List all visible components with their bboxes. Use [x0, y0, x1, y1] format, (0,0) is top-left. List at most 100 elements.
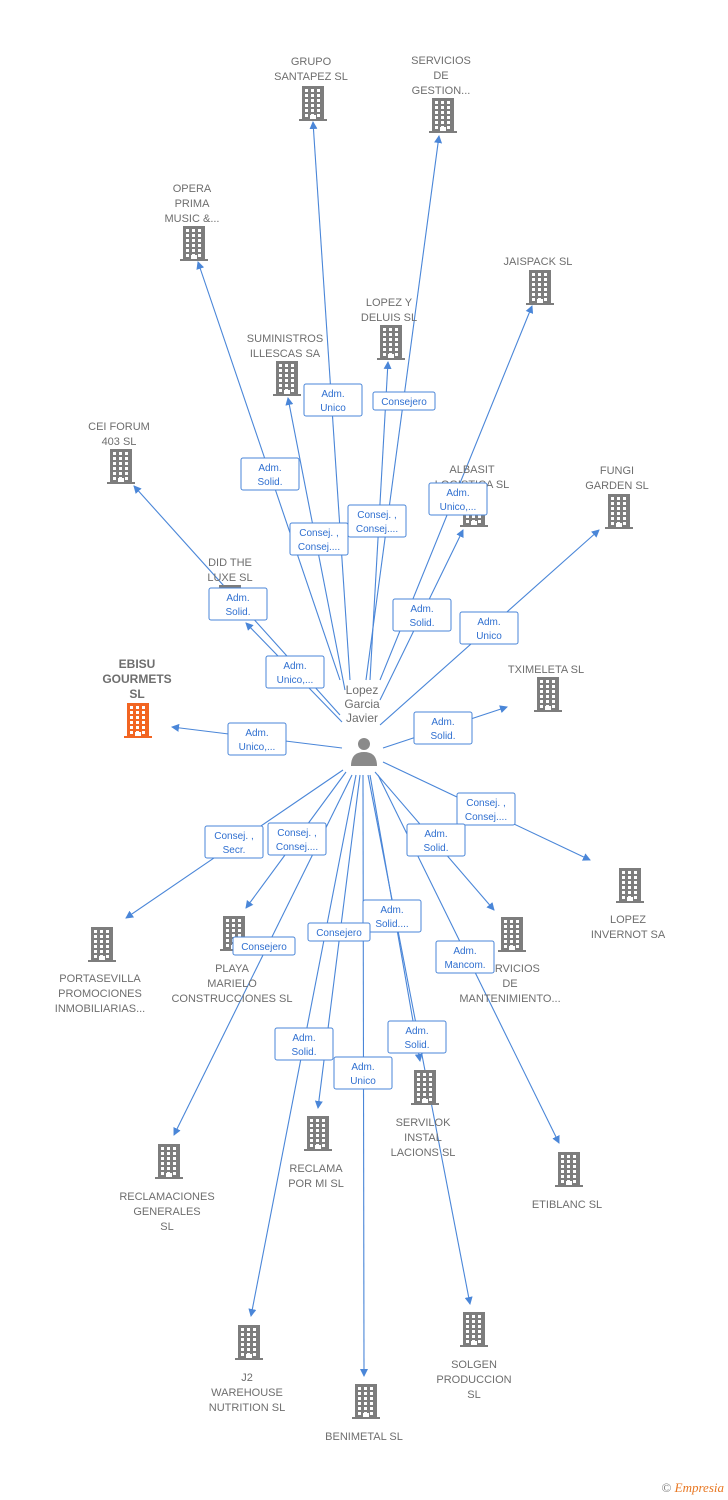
edge-label-playa[interactable]: Consej. ,Consej....	[267, 822, 327, 856]
edge-label-reclamaciones[interactable]: Consejero	[232, 936, 296, 956]
edge-label-tximeleta[interactable]: Adm.Solid.	[413, 711, 473, 745]
role-text: Solid.	[404, 1040, 429, 1051]
role-text: Adm.	[226, 593, 249, 604]
edge-label-ebisu[interactable]: Adm.Unico,...	[227, 722, 287, 756]
company-name: INVERNOT SA	[591, 929, 666, 941]
building-icon	[526, 270, 554, 305]
edge-label-solgen[interactable]: Adm.Solid.	[387, 1020, 447, 1054]
person-name: Javier	[346, 711, 378, 725]
role-text: Unico	[476, 631, 502, 642]
company-name: EBISU	[119, 657, 156, 671]
building-icon	[155, 1144, 183, 1179]
company-name: PRODUCCION	[436, 1374, 511, 1386]
company-name: NUTRITION SL	[209, 1402, 285, 1414]
footer-brand[interactable]: © Empresia	[662, 1480, 725, 1496]
company-name: MUSIC &...	[164, 213, 219, 225]
building-icon	[498, 917, 526, 952]
company-name: ETIBLANC SL	[532, 1199, 602, 1211]
edge-label-etiblanc[interactable]: Adm.Mancom.	[435, 940, 495, 974]
company-name: SUMINISTROS	[247, 333, 323, 345]
edge-label-servilok[interactable]: Adm.Solid....	[362, 899, 422, 933]
edge-label-jaispack[interactable]: Adm.Unico,...	[428, 482, 488, 516]
edge-label-fungi[interactable]: Adm.Unico	[459, 611, 519, 645]
company-name: RECLAMA	[289, 1163, 343, 1175]
role-text: Consej. ,	[299, 528, 338, 539]
company-name: GRUPO	[291, 56, 332, 68]
company-name: LUXE SL	[207, 572, 252, 584]
building-icon	[555, 1152, 583, 1187]
role-text: Solid.	[225, 607, 250, 618]
edge-label-suministros[interactable]: Consej. , Consej....	[289, 522, 349, 556]
role-text: Consejero	[241, 942, 287, 953]
building-icon	[429, 98, 457, 133]
company-node-jaispack[interactable]: JAISPACK SL	[504, 256, 573, 305]
edge-label-serv_mant[interactable]: Adm.Solid.	[406, 823, 466, 857]
company-node-grupo[interactable]: GRUPO SANTAPEZ SL	[274, 56, 348, 121]
company-name: DID THE	[208, 557, 252, 569]
role-text: Adm.	[321, 389, 344, 400]
company-name: SANTAPEZ SL	[274, 71, 348, 83]
company-node-tximeleta[interactable]: TXIMELETA SL	[508, 664, 584, 712]
role-text: Secr.	[223, 845, 246, 856]
company-name: PLAYA	[215, 963, 249, 975]
company-node-benimetal[interactable]: BENIMETAL SL	[325, 1384, 403, 1443]
edge-label-benimetal[interactable]: Adm.Unico	[333, 1056, 393, 1090]
building-icon	[304, 1116, 332, 1151]
company-name: PROMOCIONES	[58, 988, 142, 1000]
edge-label-j2[interactable]: Adm.Solid.	[274, 1027, 334, 1061]
edge-label-lopez_invernot[interactable]: Consej. ,Consej....	[456, 792, 516, 826]
edge-label-cei[interactable]: Adm. Solid.	[208, 587, 268, 621]
company-name: JAISPACK SL	[504, 256, 573, 268]
person-icon	[351, 738, 377, 766]
building-icon	[377, 325, 405, 360]
company-node-portasevilla[interactable]: PORTASEVILLAPROMOCIONESINMOBILIARIAS...	[55, 927, 145, 1015]
edge-label-reclama[interactable]: Consejero	[307, 922, 371, 942]
company-name: WAREHOUSE	[211, 1387, 283, 1399]
company-name: SERVICIOS	[480, 963, 540, 975]
role-text: Consej. ,	[357, 510, 396, 521]
edge-label-albasit[interactable]: Adm.Solid.	[392, 598, 452, 632]
edge-label-lopezy[interactable]: Consej. ,Consej....	[347, 504, 407, 538]
building-icon	[180, 226, 208, 261]
role-text: Consej....	[298, 542, 340, 553]
company-name: GESTION...	[412, 85, 471, 97]
company-name: SL	[129, 687, 144, 701]
role-text: Adm.	[453, 946, 476, 957]
company-node-etiblanc[interactable]: ETIBLANC SL	[532, 1152, 602, 1211]
building-icon	[273, 361, 301, 396]
company-name: PRIMA	[175, 198, 211, 210]
building-icon	[124, 703, 152, 738]
edge-label-grupo[interactable]: Adm.Unico	[303, 383, 363, 417]
copyright-symbol: ©	[661, 1480, 672, 1495]
person-name: Garcia	[344, 697, 380, 711]
edge-label-servicios_gestion[interactable]: Consejero	[372, 391, 436, 411]
role-text: Adm.	[431, 717, 454, 728]
edge-label-opera[interactable]: Adm.Solid.	[240, 457, 300, 491]
company-node-servicios_gestion[interactable]: SERVICIOSDEGESTION...	[411, 55, 471, 133]
role-text: Adm.	[410, 604, 433, 615]
company-name: INMOBILIARIAS...	[55, 1003, 145, 1015]
company-name: SL	[467, 1389, 480, 1401]
company-name: ALBASIT	[449, 464, 495, 476]
building-icon	[605, 494, 633, 529]
company-node-serv_mant[interactable]: SERVICIOSDEMANTENIMIENTO...	[459, 917, 561, 1005]
role-text: Solid.	[257, 477, 282, 488]
edge-label-did[interactable]: Adm.Unico,...	[265, 655, 325, 689]
role-text: Unico,...	[277, 675, 314, 686]
edge-label-portasevilla[interactable]: Consej. ,Secr.	[204, 825, 264, 859]
